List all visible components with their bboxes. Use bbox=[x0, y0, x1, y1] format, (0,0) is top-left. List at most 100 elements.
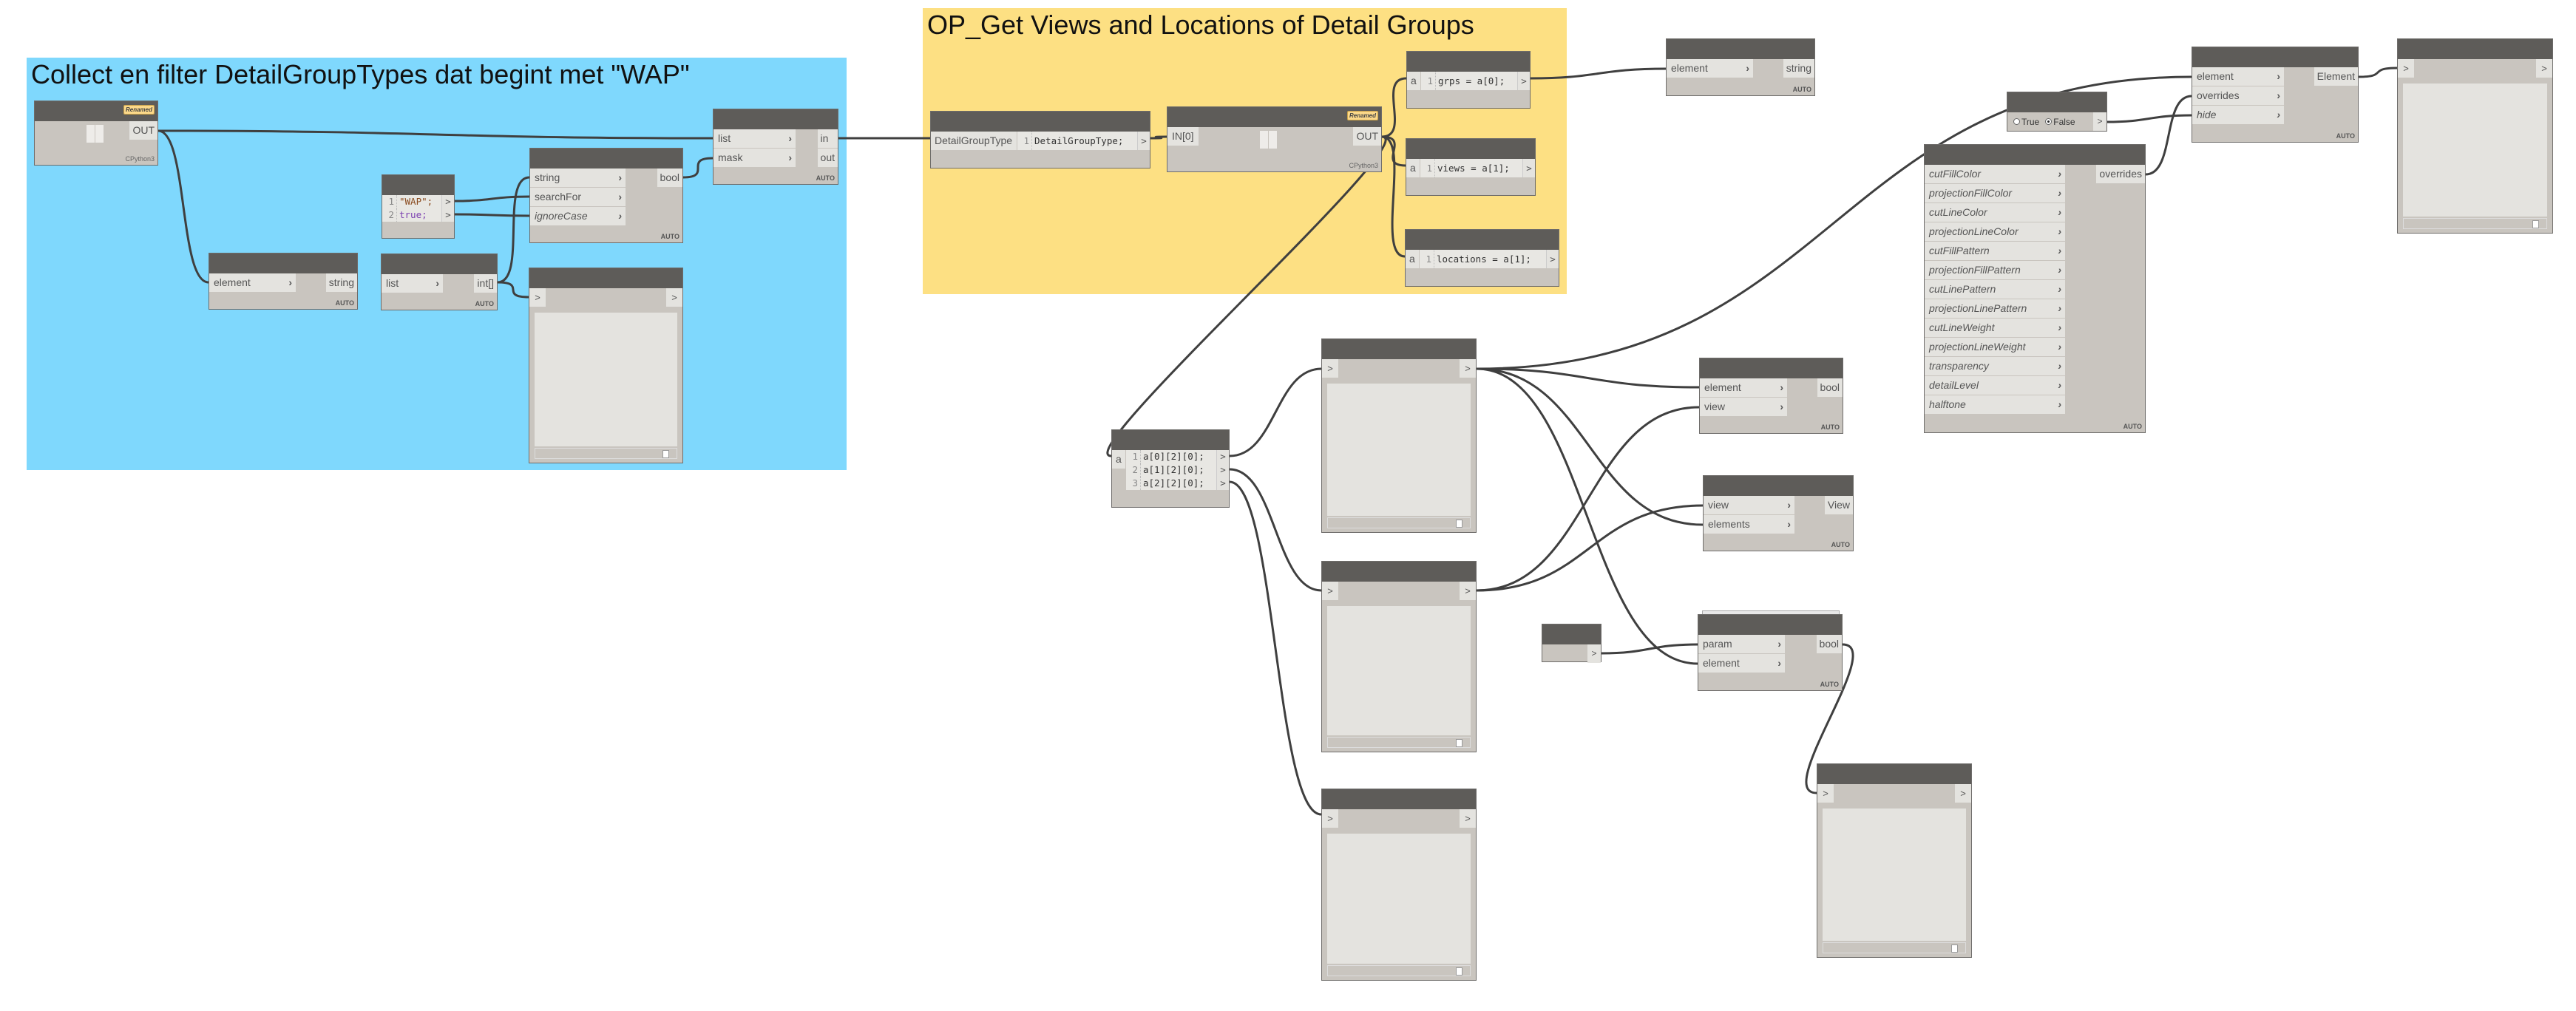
input-port-cutlineweight[interactable]: cutLineWeight› bbox=[1925, 319, 2065, 337]
output-port-bool[interactable]: bool bbox=[1817, 378, 1843, 397]
input-port-halftone[interactable]: halftone› bbox=[1925, 395, 2065, 414]
input-port-param[interactable]: param› bbox=[1698, 635, 1785, 653]
node-header[interactable] bbox=[1817, 764, 1971, 784]
input-port-element[interactable]: element› bbox=[1667, 59, 1753, 78]
input-port-element[interactable]: element› bbox=[1698, 654, 1785, 673]
input-port-detailgrouptype[interactable]: DetailGroupType bbox=[931, 132, 1017, 150]
output-port[interactable]: > bbox=[1546, 250, 1559, 268]
resize-grip-icon[interactable] bbox=[1456, 520, 1462, 528]
input-port-projectionfillcolor[interactable]: projectionFillColor› bbox=[1925, 184, 2065, 202]
node-number[interactable]: > bbox=[1542, 624, 1601, 663]
input-port-a[interactable]: a bbox=[1406, 250, 1419, 268]
watch-input-port[interactable]: > bbox=[1322, 582, 1338, 600]
node-header[interactable] bbox=[382, 175, 454, 195]
resize-grip-icon[interactable] bbox=[1951, 944, 1958, 953]
output-port-in[interactable]: in bbox=[817, 129, 838, 148]
output-port-out[interactable]: OUT bbox=[1353, 127, 1381, 146]
watch-output-port[interactable]: > bbox=[2536, 59, 2552, 78]
connector-wire[interactable] bbox=[1601, 643, 1698, 655]
watch-output-port[interactable]: > bbox=[1460, 359, 1476, 378]
node-header[interactable] bbox=[529, 268, 682, 288]
node-header[interactable] bbox=[2398, 39, 2552, 59]
output-port[interactable]: > bbox=[1522, 159, 1535, 177]
node-count[interactable]: list›int[]AUTO bbox=[381, 253, 498, 310]
input-port-mask[interactable]: mask› bbox=[714, 149, 796, 167]
resize-grip-icon[interactable] bbox=[2532, 220, 2539, 228]
node-header[interactable] bbox=[1704, 476, 1853, 496]
input-port-elements[interactable]: elements› bbox=[1704, 515, 1794, 534]
code-text[interactable]: a[1][2][0]; bbox=[1143, 464, 1204, 475]
node-header[interactable] bbox=[1112, 430, 1229, 450]
input-port-cutfillcolor[interactable]: cutFillColor› bbox=[1925, 165, 2065, 183]
node-header[interactable] bbox=[1925, 145, 2145, 165]
code-text[interactable]: a[2][2][0]; bbox=[1143, 477, 1204, 489]
output-port-view[interactable]: View bbox=[1824, 496, 1853, 514]
code-text[interactable]: locations = a[1]; bbox=[1437, 253, 1531, 265]
connector-wire[interactable] bbox=[1476, 367, 1700, 389]
output-port-bool[interactable]: bool bbox=[657, 168, 682, 187]
input-port-list[interactable]: list› bbox=[714, 129, 796, 148]
input-port-projectionlinepattern[interactable]: projectionLinePattern› bbox=[1925, 299, 2065, 318]
add-input-button[interactable] bbox=[87, 125, 95, 143]
remove-input-button[interactable] bbox=[95, 125, 104, 143]
input-port-list[interactable]: list› bbox=[382, 274, 443, 293]
input-port-searchfor[interactable]: searchFor› bbox=[530, 188, 626, 206]
resize-grip-icon[interactable] bbox=[662, 450, 669, 458]
node-watch-c[interactable]: >> bbox=[1321, 789, 1477, 981]
output-port-bool[interactable]: bool bbox=[1816, 635, 1842, 653]
code-text[interactable]: true; bbox=[399, 209, 427, 220]
node-header[interactable] bbox=[1700, 358, 1843, 378]
node-header[interactable] bbox=[382, 254, 497, 274]
output-port[interactable]: > bbox=[1216, 450, 1229, 463]
input-port-hide[interactable]: hide› bbox=[2192, 106, 2284, 124]
watch-input-port[interactable]: > bbox=[2398, 59, 2414, 78]
input-port-element[interactable]: element› bbox=[209, 273, 296, 292]
input-port-ignorecase[interactable]: ignoreCase› bbox=[530, 207, 626, 225]
watch-output-port[interactable]: > bbox=[1460, 809, 1476, 828]
radio-false[interactable] bbox=[2045, 118, 2053, 125]
code-text[interactable]: views = a[1]; bbox=[1437, 163, 1510, 174]
remove-input-button[interactable] bbox=[1269, 131, 1277, 149]
watch-output-port[interactable]: > bbox=[666, 288, 682, 307]
input-port-element[interactable]: element› bbox=[2192, 67, 2284, 86]
code-text[interactable]: DetailGroupType; bbox=[1034, 135, 1124, 146]
node-header[interactable] bbox=[714, 109, 838, 129]
node-watch-right[interactable]: >> bbox=[2397, 38, 2553, 234]
node-header[interactable] bbox=[1322, 562, 1476, 582]
node-header[interactable] bbox=[1542, 624, 1601, 644]
input-port-in0[interactable]: IN[0] bbox=[1167, 127, 1199, 146]
connector-wire[interactable] bbox=[2358, 67, 2398, 78]
input-port-projectionlineweight[interactable]: projectionLineWeight› bbox=[1925, 338, 2065, 356]
node-watch-b[interactable]: >> bbox=[1321, 561, 1477, 752]
code-text[interactable]: a[0][2][0]; bbox=[1143, 451, 1204, 462]
node-header[interactable] bbox=[1698, 615, 1842, 635]
input-port-a[interactable]: a bbox=[1407, 72, 1420, 90]
resize-grip-icon[interactable] bbox=[1456, 739, 1462, 747]
connector-wire[interactable] bbox=[2106, 114, 2192, 123]
output-port-element[interactable]: Element bbox=[2314, 67, 2358, 86]
output-port-string[interactable]: string bbox=[1783, 59, 1814, 78]
input-port-string[interactable]: string› bbox=[530, 168, 626, 187]
input-port-element[interactable]: element› bbox=[1700, 378, 1787, 397]
output-port[interactable]: > bbox=[1587, 644, 1601, 663]
input-port-a[interactable]: a bbox=[1112, 450, 1125, 469]
input-port-cutlinepattern[interactable]: cutLinePattern› bbox=[1925, 280, 2065, 299]
output-port[interactable]: > bbox=[441, 195, 454, 208]
input-port-projectionlinecolor[interactable]: projectionLineColor› bbox=[1925, 222, 2065, 241]
